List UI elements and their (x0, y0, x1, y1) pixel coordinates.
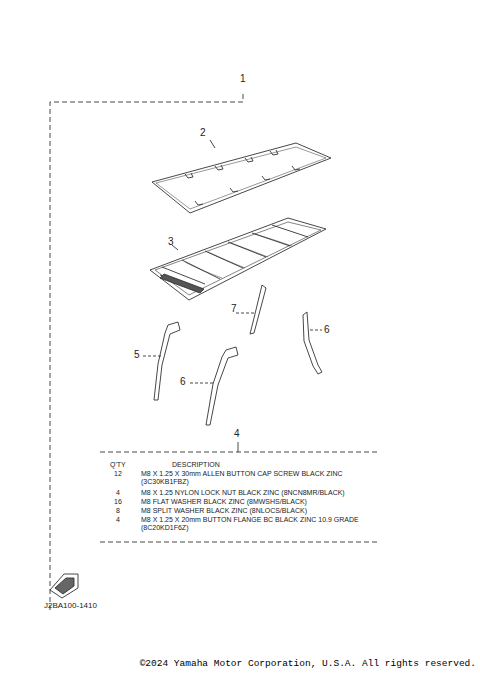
copyright-note: ©2024 Yamaha Motor Corporation, U.S.A. A… (140, 659, 476, 670)
table-cell: 8 (116, 507, 120, 515)
table-cell: 4 (116, 516, 120, 524)
drawing-code: J2BA100-1410 (44, 601, 97, 610)
rack-leg (190, 347, 238, 425)
table-border (100, 452, 380, 542)
callout-number: 2 (200, 127, 206, 139)
callout-number: 7 (231, 303, 237, 315)
roof-panel (152, 140, 331, 213)
callout-number: 6 (180, 376, 186, 388)
table-cell: 16 (114, 498, 122, 506)
callout-number: 1 (240, 73, 246, 85)
table-cell: 12 (114, 470, 122, 478)
roof-rack (150, 218, 326, 300)
rack-brace (303, 312, 322, 374)
table-cell: M8 SPLIT WASHER BLACK ZINC (8NLOCS/BLACK… (141, 507, 376, 515)
table-cell: M8 X 1.25 NYLON LOCK NUT BLACK ZINC (8NC… (141, 489, 376, 497)
table-cell: M8 FLAT WASHER BLACK ZINC (8MWSHS/BLACK) (141, 498, 376, 506)
callout-number: 5 (134, 349, 140, 361)
table-header: Q'TY (110, 461, 126, 469)
rack-brace (236, 285, 266, 334)
table-header: DESCRIPTION (172, 461, 220, 469)
front-icon (50, 574, 78, 598)
callout-number: 4 (234, 428, 240, 440)
table-cell: M8 X 1.25 X 30mm ALLEN BUTTON CAP SCREW … (141, 470, 366, 486)
rack-leg (143, 322, 180, 400)
callout-number: 6 (324, 324, 330, 336)
table-cell: 4 (116, 489, 120, 497)
callout-number: 3 (168, 236, 174, 248)
table-cell: M8 X 1.25 X 20mm BUTTON FLANGE BC BLACK … (141, 516, 366, 532)
assembly-bracket (50, 92, 243, 610)
leader-line (238, 442, 239, 452)
